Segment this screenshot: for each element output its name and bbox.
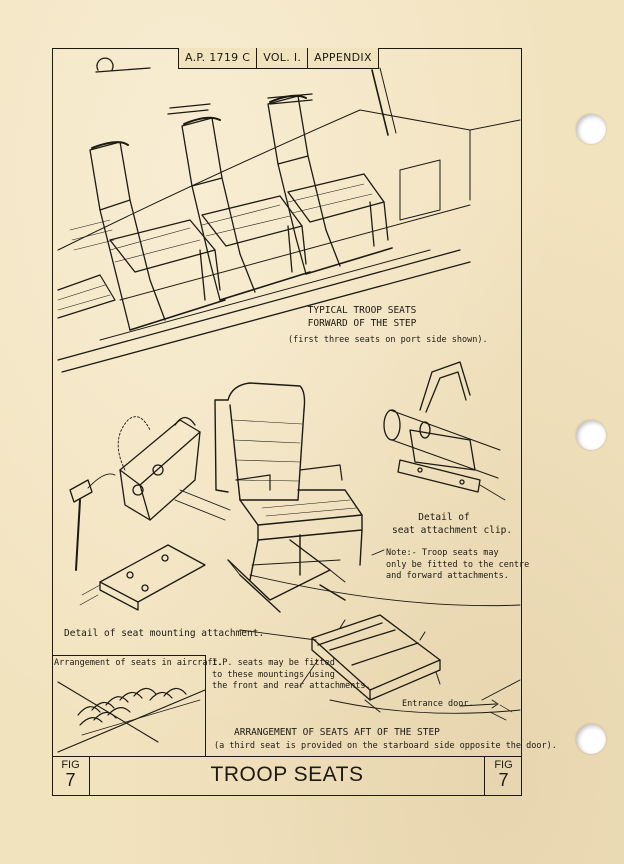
- mounting-attachment-label: Detail of seat mounting attachment.: [64, 628, 265, 639]
- central-troop-seat: [214, 382, 363, 613]
- fig-label-right: FIG: [494, 759, 513, 771]
- ip-seats-note: I.P. seats may be fitted to these mounti…: [212, 658, 371, 693]
- entrance-door-label: Entrance door.: [402, 699, 474, 709]
- cabin-perspective: [57, 57, 521, 373]
- note-line-2: only be fitted to the centre: [386, 559, 530, 570]
- clip-detail-label: Detail of seat attachment clip.: [392, 512, 513, 537]
- typical-seats-note: (first three seats on port side shown).: [288, 335, 488, 345]
- inset-arrangement: [57, 681, 206, 753]
- fig-label-left: FIG: [61, 759, 80, 771]
- fig-number-right: 7: [498, 770, 509, 790]
- typical-seats-line-1: TYPICAL TROOP SEATS: [307, 305, 417, 316]
- leader-lines: [239, 549, 499, 709]
- aft-arrangement-note: (a third seat is provided on the starboa…: [214, 741, 557, 751]
- troop-seat-note: Note:- Troop seats may only be fitted to…: [386, 548, 529, 583]
- drawing-title: TROOP SEATS: [210, 763, 364, 786]
- header-ref: A.P. 1719 C: [179, 48, 258, 68]
- note-line-1: Note:- Troop seats may: [386, 548, 499, 558]
- clip-detail-line-2: seat attachment clip.: [392, 524, 513, 536]
- title-block: FIG 7 TROOP SEATS FIG 7: [52, 756, 522, 796]
- document-header: A.P. 1719 C VOL. I. APPENDIX: [178, 48, 379, 69]
- note-line-3: and forward attachments.: [386, 571, 509, 581]
- typical-seats-line-2: FORWARD OF THE STEP: [307, 317, 417, 329]
- ip-note-line-2: to these mountings using: [212, 669, 335, 680]
- typical-seats-label: TYPICAL TROOP SEATS FORWARD OF THE STEP: [302, 305, 422, 330]
- ip-note-line-3: the front and rear attachments.: [212, 681, 371, 691]
- header-vol: VOL. I.: [257, 48, 309, 68]
- inset-arrangement-label: Arrangement of seats in aircraft.: [54, 658, 223, 668]
- fig-box-right: FIG 7: [484, 757, 522, 795]
- troop-seat-1: [89, 141, 226, 331]
- header-section: APPENDIX: [314, 51, 372, 64]
- troop-seat-2: [181, 116, 311, 301]
- punch-hole: [576, 420, 606, 450]
- inset-frame: [52, 655, 206, 756]
- punch-hole: [576, 724, 606, 754]
- attachment-clip-detail: [383, 361, 506, 501]
- clip-detail-line-1: Detail of: [418, 512, 470, 523]
- partial-seat: [57, 274, 116, 319]
- aft-arrangement-title: ARRANGEMENT OF SEATS AFT OF THE STEP: [234, 727, 440, 738]
- punch-hole: [576, 114, 606, 144]
- aft-mounting-frame: [249, 574, 521, 721]
- ip-note-line-1: I.P. seats may be fitted: [212, 658, 335, 668]
- mounting-attachment-detail: [69, 416, 231, 571]
- troop-seat-3: [267, 94, 393, 275]
- floor-plate-detail: [79, 544, 206, 611]
- fig-box-left: FIG 7: [52, 757, 90, 795]
- fig-number-left: 7: [65, 770, 76, 790]
